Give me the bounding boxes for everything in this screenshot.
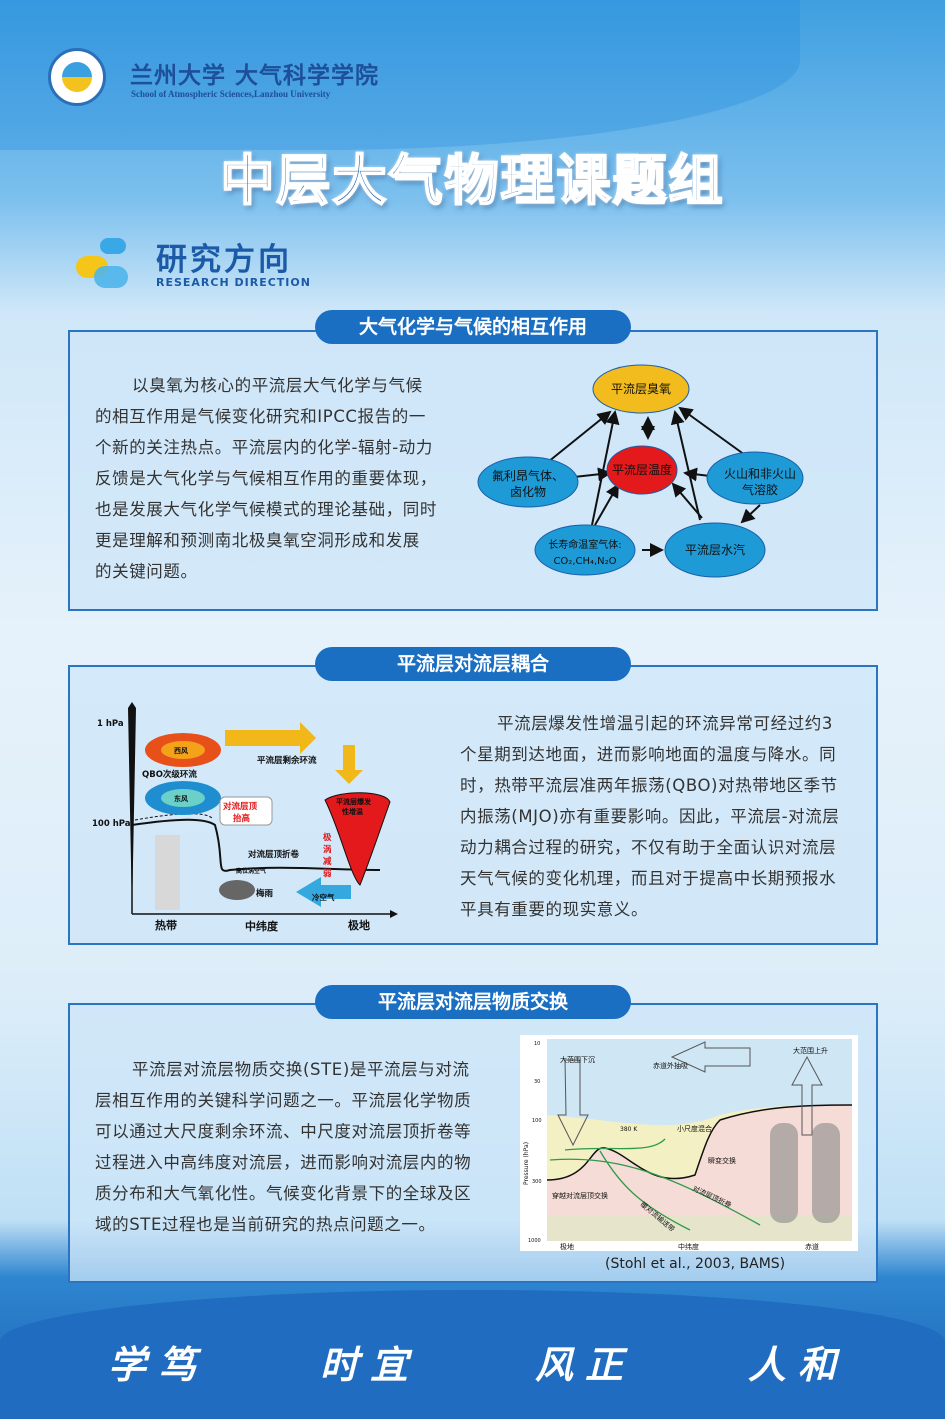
axis-label-1hpa: 1 hPa [97, 719, 124, 729]
node-cfc: 氟利昂气体、 [492, 468, 564, 483]
node-cfc: 卤化物 [510, 485, 546, 499]
background-wave [0, 1290, 945, 1419]
transient-exchange-label: 瞬变交换 [708, 1156, 736, 1165]
section-title: 大气化学与气候的相互作用 [315, 310, 631, 344]
text-line: 内振荡(MJO)亦有重要影响。因此，平流层-对流层 [460, 807, 840, 826]
section-title: 平流层对流层物质交换 [315, 985, 631, 1019]
axis-label-100hpa: 100 hPa [92, 819, 131, 829]
coupling-diagram: 1 hPa 100 hPa 西风 东风 QBO次级环流 平流层剩余环流 对流层顶… [92, 702, 398, 933]
slogan: 人和 [748, 1342, 849, 1387]
qbo-label: QBO次级环流 [142, 769, 197, 780]
x-label-tropics: 热带 [155, 918, 177, 932]
section-text: 以臭氧为核心的平流层大气化学与气候 的相互作用是气候变化研究和IPCC报告的一 … [95, 370, 437, 587]
y-tick: 30 [534, 1079, 540, 1085]
high-pv-label: 高位涡空气 [236, 867, 266, 875]
mixing-label: 小尺度混合 [677, 1124, 712, 1133]
text-line: 层相互作用的关键科学问题之一。平流层化学物质 [95, 1091, 472, 1110]
descent-label: 大范围下沉 [560, 1055, 595, 1064]
section-title: 平流层对流层耦合 [315, 647, 631, 681]
x-label-polar: 极地 [348, 918, 370, 932]
text-line: 平具有重要的现实意义。 [460, 900, 649, 919]
text-line: 以臭氧为核心的平流层大气化学与气候 [132, 376, 423, 395]
west-wind-label: 西风 [174, 746, 188, 755]
slogan: 风正 [535, 1342, 636, 1387]
node-aerosol: 气溶胶 [742, 482, 778, 497]
page-title: 中层大气物理课题组 [220, 148, 725, 213]
text-line: 的相互作用是气候变化研究和IPCC报告的一 [95, 407, 426, 426]
tropopause-rise-label: 抬高 [233, 813, 251, 824]
ssw-label: 平流层爆发 [336, 797, 372, 806]
node-ghg: CO₂,CH₄,N₂O [553, 556, 616, 567]
university-logo [48, 48, 106, 106]
ste-schematic: Pressure (hPa) 10 30 100 300 1000 大范围下沉 … [520, 1035, 858, 1251]
residual-circulation-label: 平流层剩余环流 [257, 755, 317, 766]
text-line: 过程进入中高纬度对流层，进而影响对流层内的物 [95, 1153, 472, 1172]
section-bubble-icon [76, 238, 128, 288]
y-tick: 10 [534, 1041, 540, 1047]
slogan: 时宜 [320, 1342, 421, 1387]
node-aerosol: 火山和非火山 [724, 467, 796, 481]
vortex-label: 涡 [323, 844, 332, 855]
node-temperature: 平流层温度 [612, 462, 672, 477]
y-tick: 1000 [528, 1238, 541, 1244]
text-line: 个星期到达地面，进而影响地面的温度与降水。同 [460, 745, 837, 764]
background-wave [0, 0, 800, 150]
fold-label: 对流层顶折卷 [248, 849, 300, 860]
slogan: 学笃 [108, 1342, 209, 1387]
y-tick: 300 [532, 1179, 542, 1185]
vortex-label: 弱 [323, 868, 332, 879]
figure-caption: (Stohl et al., 2003, BAMS) [605, 1256, 786, 1272]
direction-title: 研究方向 [156, 242, 292, 278]
text-line: 平流层对流层物质交换(STE)是平流层与对流 [132, 1060, 470, 1079]
y-tick: 100 [532, 1118, 542, 1124]
text-line: 个新的关注热点。平流层内的化学-辐射-动力 [95, 438, 434, 457]
meiyu-label: 梅雨 [256, 888, 274, 899]
text-line: 域的STE过程也是当前研究的热点问题之一。 [95, 1215, 436, 1234]
node-water-vapor: 平流层水汽 [685, 542, 745, 557]
text-line: 质分布和大气氧化性。气候变化背景下的全球及区 [95, 1184, 472, 1203]
east-wind-label: 东风 [174, 794, 188, 803]
section-text: 平流层对流层物质交换(STE)是平流层与对流 层相互作用的关键科学问题之一。平流… [95, 1054, 471, 1240]
extratropical-pump-label: 赤道外抽吸 [653, 1061, 688, 1070]
text-line: 反馈是大气化学与气候相互作用的重要体现， [95, 469, 437, 488]
vortex-label: 极 [323, 832, 332, 843]
x-label-polar: 极地 [560, 1242, 574, 1251]
cold-air-label: 冷空气 [312, 892, 335, 902]
text-line: 的关键问题。 [95, 562, 198, 581]
text-line: 也是发展大气化学气候模式的理论基础，同时 [95, 500, 437, 519]
vortex-label: 减 [323, 856, 332, 867]
cross-tropopause-label: 穿越对流层顶交换 [552, 1191, 608, 1200]
direction-subtitle: RESEARCH DIRECTION [156, 276, 311, 289]
x-label-midlatitude: 中纬度 [245, 919, 279, 933]
text-line: 时，热带平流层准两年振荡(QBO)对热带地区季节 [460, 776, 838, 795]
school-name-cn: 兰州大学 大气科学学院 [130, 62, 380, 89]
section-text: 平流层爆发性增温引起的环流异常可经过约3 个星期到达地面，进而影响地面的温度与降… [460, 708, 839, 925]
x-label-equator: 赤道 [805, 1242, 819, 1251]
y-axis-label: Pressure (hPa) [523, 1142, 530, 1185]
ssw-label: 性增温 [342, 807, 363, 816]
text-line: 平流层爆发性增温引起的环流异常可经过约3 [497, 714, 833, 733]
text-line: 天气气候的变化机理，而且对于提高中长期预报水 [460, 869, 837, 888]
text-line: 可以通过大尺度剩余环流、中尺度对流层顶折卷等 [95, 1122, 472, 1141]
node-ozone: 平流层臭氧 [611, 381, 671, 396]
ozone-interaction-diagram: 平流层臭氧 平流层温度 氟利昂气体、 卤化物 火山和非火山 气溶胶 长寿命温室气… [477, 364, 804, 578]
text-line: 更是理解和预测南北极臭氧空洞形成和发展 [95, 531, 420, 550]
node-ghg: 长寿命温室气体: [548, 538, 621, 551]
isentrope-label: 380 K [620, 1126, 638, 1133]
ascent-label: 大范围上升 [793, 1046, 828, 1055]
tropopause-rise-label: 对流层顶 [223, 801, 258, 812]
text-line: 动力耦合过程的研究，不仅有助于全面认识对流层 [460, 838, 837, 857]
school-name-en: School of Atmospheric Sciences,Lanzhou U… [131, 89, 331, 99]
x-label-midlatitude: 中纬度 [678, 1242, 699, 1251]
